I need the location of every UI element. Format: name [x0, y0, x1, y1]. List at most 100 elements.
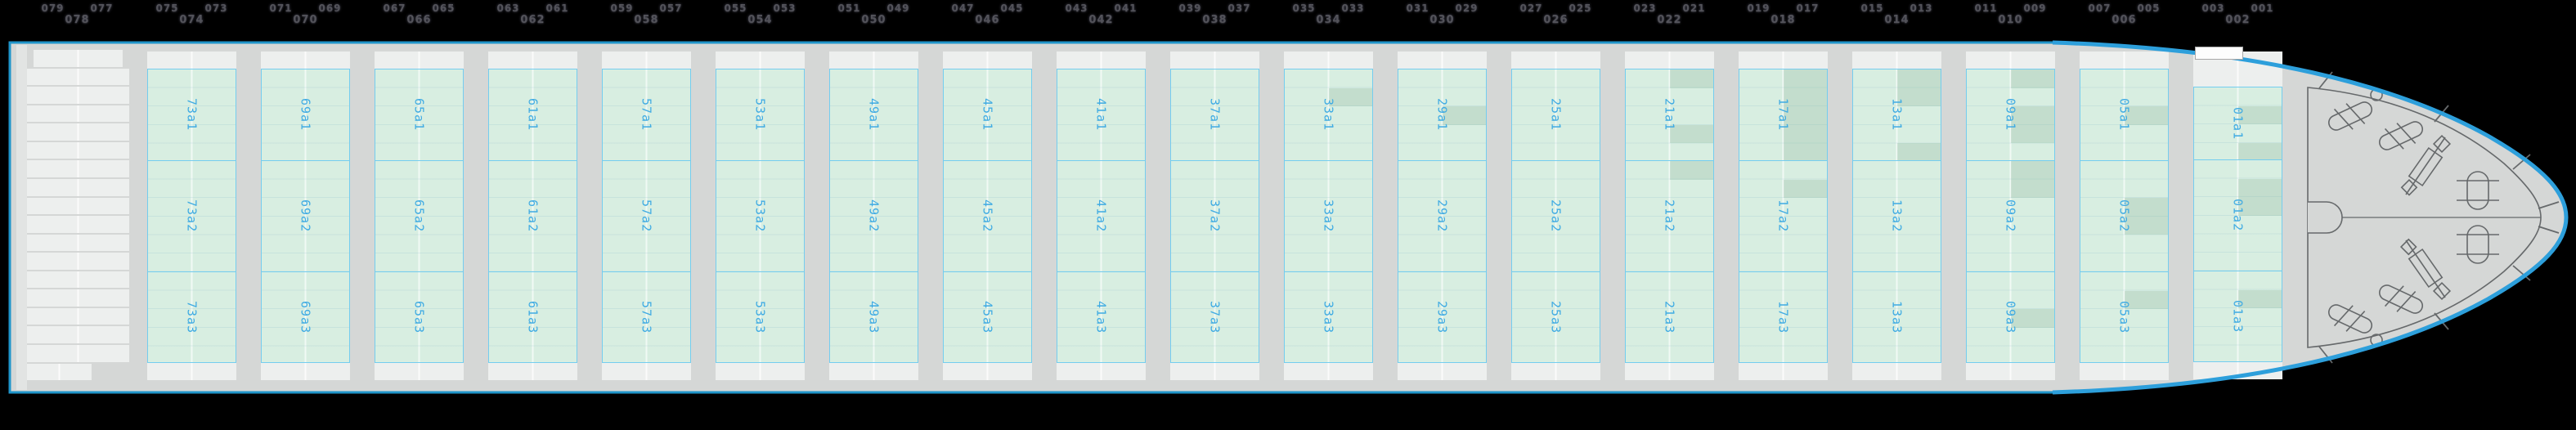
cell-41a2[interactable]: 41a2	[1057, 161, 1146, 272]
bay-label-033: 033	[1341, 2, 1365, 14]
cell-33a1[interactable]: 33a1	[1284, 69, 1373, 161]
stern-slot-row[interactable]	[27, 105, 129, 123]
cell-label-69a2: 69a2	[298, 199, 313, 233]
cell-53a1[interactable]: 53a1	[716, 69, 805, 161]
cell-17a3[interactable]: 17a3	[1739, 272, 1828, 363]
cell-33a2[interactable]: 33a2	[1284, 161, 1373, 272]
occupied-slot	[1669, 161, 1713, 180]
cell-57a1[interactable]: 57a1	[602, 69, 691, 161]
cell-61a2[interactable]: 61a2	[488, 161, 577, 272]
cell-49a2[interactable]: 49a2	[829, 161, 918, 272]
cell-01a2[interactable]: 01a2	[2193, 160, 2282, 271]
cell-45a2[interactable]: 45a2	[943, 161, 1032, 272]
stern-slot-row[interactable]	[27, 253, 129, 270]
bay-label-023: 023	[1633, 2, 1657, 14]
cell-25a1[interactable]: 25a1	[1511, 69, 1600, 161]
stern-slot-row[interactable]	[27, 178, 129, 196]
cell-69a2[interactable]: 69a2	[261, 161, 350, 272]
cell-25a2[interactable]: 25a2	[1511, 161, 1600, 272]
cell-label-73a1: 73a1	[184, 98, 200, 132]
cell-label-57a3: 57a3	[639, 300, 654, 334]
cell-73a1[interactable]: 73a1	[147, 69, 236, 161]
lashing-bridge-strip	[488, 52, 577, 69]
cell-37a2[interactable]: 37a2	[1170, 161, 1259, 272]
cell-13a3[interactable]: 13a3	[1852, 272, 1941, 363]
bay-label-071: 071	[269, 2, 293, 14]
stern-slot-row[interactable]	[27, 271, 129, 289]
stern-slot-row[interactable]	[27, 216, 129, 233]
cell-65a2[interactable]: 65a2	[375, 161, 464, 272]
cell-label-25a3: 25a3	[1548, 300, 1564, 334]
cell-21a2[interactable]: 21a2	[1625, 161, 1714, 272]
cell-13a2[interactable]: 13a2	[1852, 161, 1941, 272]
stern-slot-row[interactable]	[27, 68, 129, 86]
cell-17a2[interactable]: 17a2	[1739, 161, 1828, 272]
cell-57a2[interactable]: 57a2	[602, 161, 691, 272]
lashing-bridge-strip	[829, 52, 918, 69]
cell-73a3[interactable]: 73a3	[147, 272, 236, 363]
lashing-bridge-strip	[375, 363, 464, 380]
cell-29a2[interactable]: 29a2	[1398, 161, 1487, 272]
cell-29a3[interactable]: 29a3	[1398, 272, 1487, 363]
cell-57a3[interactable]: 57a3	[602, 272, 691, 363]
stern-slot-row[interactable]	[27, 160, 129, 177]
cell-41a1[interactable]: 41a1	[1057, 69, 1146, 161]
occupied-slot	[2010, 161, 2054, 180]
bay-label-019: 019	[1747, 2, 1770, 14]
cell-21a1[interactable]: 21a1	[1625, 69, 1714, 161]
cell-69a3[interactable]: 69a3	[261, 272, 350, 363]
cell-01a3[interactable]: 01a3	[2193, 271, 2282, 362]
lashing-bridge-strip	[261, 52, 350, 69]
cell-53a2[interactable]: 53a2	[716, 161, 805, 272]
cell-65a3[interactable]: 65a3	[375, 272, 464, 363]
cell-41a3[interactable]: 41a3	[1057, 272, 1146, 363]
stern-slot-row[interactable]	[27, 123, 129, 141]
bay-label-030: 030	[1429, 14, 1455, 26]
cell-label-49a1: 49a1	[866, 98, 882, 132]
cell-45a1[interactable]: 45a1	[943, 69, 1032, 161]
cell-label-53a2: 53a2	[752, 199, 768, 233]
cell-09a1[interactable]: 09a1	[1966, 69, 2055, 161]
stern-slot-row[interactable]	[27, 326, 129, 343]
bay-column-070: 69a1 69a2 69a3	[261, 52, 350, 380]
cell-05a1[interactable]: 05a1	[2080, 69, 2169, 161]
cell-01a1[interactable]: 01a1	[2193, 87, 2282, 160]
cell-49a1[interactable]: 49a1	[829, 69, 918, 161]
cell-05a3[interactable]: 05a3	[2080, 272, 2169, 363]
stern-slot-row[interactable]	[27, 289, 129, 307]
cell-61a3[interactable]: 61a3	[488, 272, 577, 363]
cell-53a3[interactable]: 53a3	[716, 272, 805, 363]
bay-label-014: 014	[1884, 14, 1910, 26]
stern-slot-row[interactable]	[27, 87, 129, 104]
stern-slot-row[interactable]	[27, 307, 129, 325]
cell-45a3[interactable]: 45a3	[943, 272, 1032, 363]
cell-37a1[interactable]: 37a1	[1170, 69, 1259, 161]
cell-09a2[interactable]: 09a2	[1966, 161, 2055, 272]
bay-label-005: 005	[2137, 2, 2161, 14]
lashing-bridge-strip	[1170, 363, 1259, 380]
cell-65a1[interactable]: 65a1	[375, 69, 464, 161]
cell-25a3[interactable]: 25a3	[1511, 272, 1600, 363]
mast-house-icon	[2308, 201, 2343, 234]
stern-slot-row[interactable]	[27, 345, 129, 362]
cell-21a3[interactable]: 21a3	[1625, 272, 1714, 363]
stern-slot-row[interactable]	[27, 197, 129, 215]
stern-slot-row[interactable]	[27, 234, 129, 252]
cell-69a1[interactable]: 69a1	[261, 69, 350, 161]
cell-73a2[interactable]: 73a2	[147, 161, 236, 272]
cell-29a1[interactable]: 29a1	[1398, 69, 1487, 161]
cell-09a3[interactable]: 09a3	[1966, 272, 2055, 363]
cell-61a1[interactable]: 61a1	[488, 69, 577, 161]
cell-37a3[interactable]: 37a3	[1170, 272, 1259, 363]
cell-05a2[interactable]: 05a2	[2080, 161, 2169, 272]
cell-49a3[interactable]: 49a3	[829, 272, 918, 363]
stern-slot-row[interactable]	[27, 141, 129, 159]
bay-label-001: 001	[2251, 2, 2274, 14]
cell-13a1[interactable]: 13a1	[1852, 69, 1941, 161]
stern-slot-row[interactable]	[34, 50, 123, 67]
cell-17a1[interactable]: 17a1	[1739, 69, 1828, 161]
cell-33a3[interactable]: 33a3	[1284, 272, 1373, 363]
stern-slot-row[interactable]	[27, 363, 92, 381]
